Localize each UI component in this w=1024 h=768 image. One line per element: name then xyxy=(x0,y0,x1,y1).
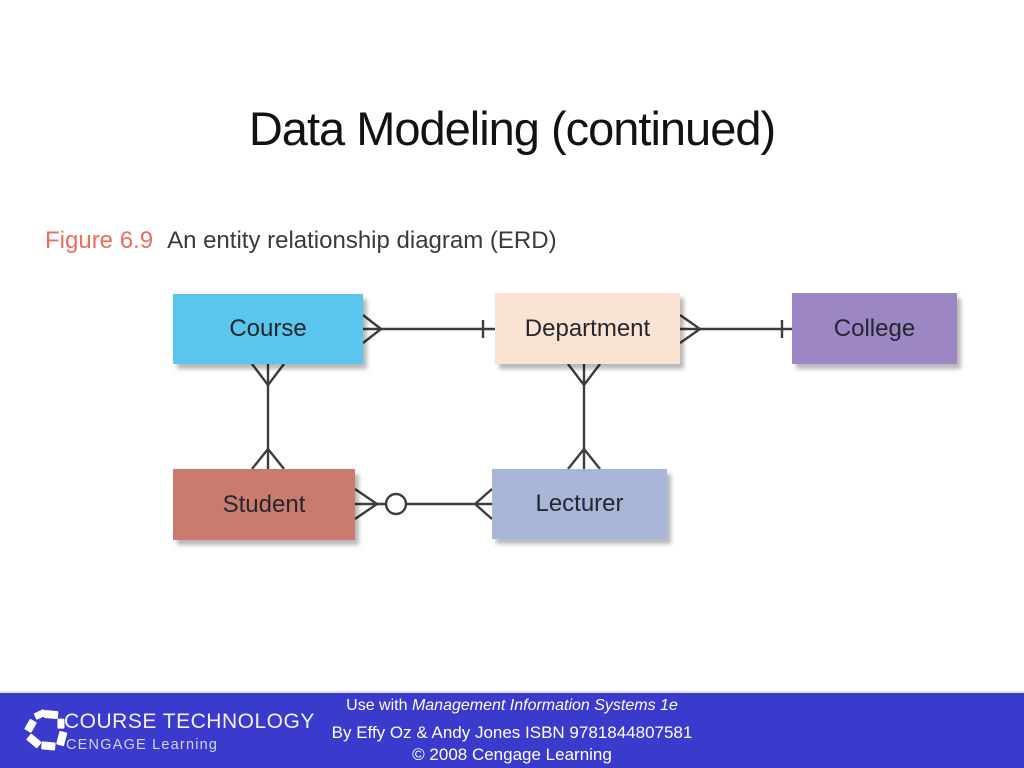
entity-box-course: Course xyxy=(173,294,363,364)
entity-box-lecturer: Lecturer xyxy=(492,469,667,539)
entity-label-college: College xyxy=(833,314,916,342)
footer-bar: COURSE TECHNOLOGY CENGAGE Learning Use w… xyxy=(0,691,1024,768)
entity-box-student: Student xyxy=(173,469,355,540)
footer-use-with-line: Use with Management Information Systems … xyxy=(0,698,1024,714)
figure-label: Figure 6.9 xyxy=(45,227,154,254)
footer-book-title: Management Information Systems 1e xyxy=(411,697,678,714)
entity-box-college: College xyxy=(792,293,957,364)
cengage-logo: COURSE TECHNOLOGY CENGAGE Learning xyxy=(20,701,320,761)
entity-label-department: Department xyxy=(524,314,651,342)
sub-brand-name: CENGAGE Learning xyxy=(66,737,219,753)
footer-text-block: Use with Management Information Systems … xyxy=(0,698,1024,764)
figure-caption: Figure 6.9 An entity relationship diagram… xyxy=(45,227,557,255)
entity-label-student: Student xyxy=(222,490,306,518)
entity-label-lecturer: Lecturer xyxy=(535,490,624,517)
entity-label-course: Course xyxy=(229,315,307,342)
use-with-prefix: Use with xyxy=(346,697,412,714)
slide-title: Data Modeling (continued) xyxy=(248,102,776,155)
footer-copyright-line: © 2008 Cengage Learning xyxy=(412,745,612,764)
entity-box-department: Department xyxy=(495,293,680,364)
figure-caption-text: An entity relationship diagram (ERD) xyxy=(167,227,557,254)
footer-authors-line: By Effy Oz & Andy Jones ISBN 97818448075… xyxy=(331,723,693,742)
erd-connector-lines xyxy=(251,314,792,520)
brand-name: COURSE TECHNOLOGY xyxy=(64,710,315,733)
